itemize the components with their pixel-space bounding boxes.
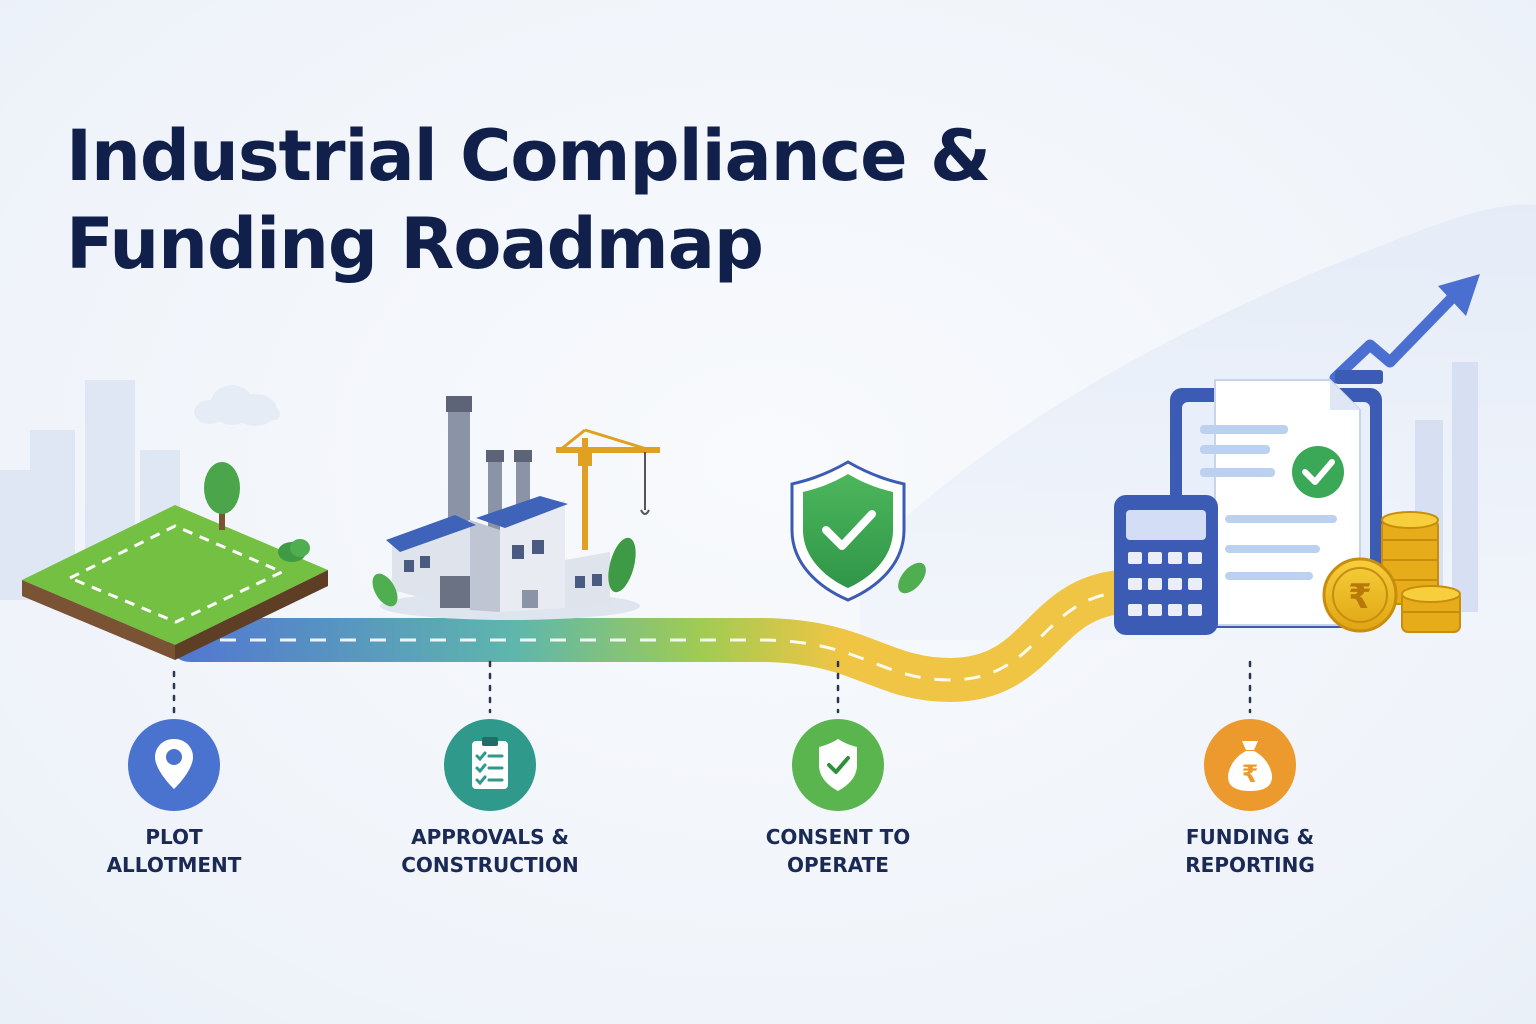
bush-icon	[278, 539, 310, 562]
check-circle-icon	[1292, 446, 1344, 498]
stage-label-funding-reporting: FUNDING & REPORTING	[1185, 825, 1315, 877]
rupee-symbol: ₹	[1348, 577, 1372, 617]
rupee-coin-icon: ₹	[1322, 557, 1398, 633]
location-pin-icon	[128, 719, 220, 811]
clipboard-checklist-icon	[444, 719, 536, 811]
title-line-1: Industrial Compliance &	[66, 115, 991, 197]
stage-connectors	[172, 660, 1252, 714]
stage-badge-plot-allotment	[128, 719, 220, 811]
money-bag-rupee-icon: ₹	[1204, 719, 1296, 811]
roadmap-road	[168, 570, 1142, 703]
svg-text:₹: ₹	[1242, 760, 1259, 788]
coin-stack-icon	[1381, 511, 1461, 633]
shield-check-icon	[792, 719, 884, 811]
title-line-2: Funding Roadmap	[66, 203, 764, 285]
calculator-icon	[1114, 495, 1218, 635]
land-plot-icon	[22, 462, 328, 660]
document-report-icon	[1170, 370, 1383, 628]
stage-label-approvals-construction: APPROVALS & CONSTRUCTION	[401, 825, 579, 877]
page-title: Industrial Compliance & Funding Roadmap	[66, 112, 991, 288]
crane-icon	[556, 428, 660, 550]
stage-badge-approvals-construction	[444, 719, 536, 811]
stage-label-consent-to-operate: CONSENT TO OPERATE	[765, 825, 911, 877]
factory-icon	[372, 396, 640, 620]
stage-badge-consent-to-operate	[792, 719, 884, 811]
stage-badge-funding-reporting: ₹	[1204, 719, 1296, 811]
leaf-icon	[898, 562, 926, 594]
growth-arrow-icon	[1329, 274, 1480, 384]
shield-icon	[790, 460, 926, 602]
cloud-icon	[194, 385, 280, 426]
tree-icon	[204, 462, 240, 530]
leaf-icon	[372, 537, 636, 607]
stage-label-plot-allotment: PLOT ALLOTMENT	[106, 825, 242, 877]
